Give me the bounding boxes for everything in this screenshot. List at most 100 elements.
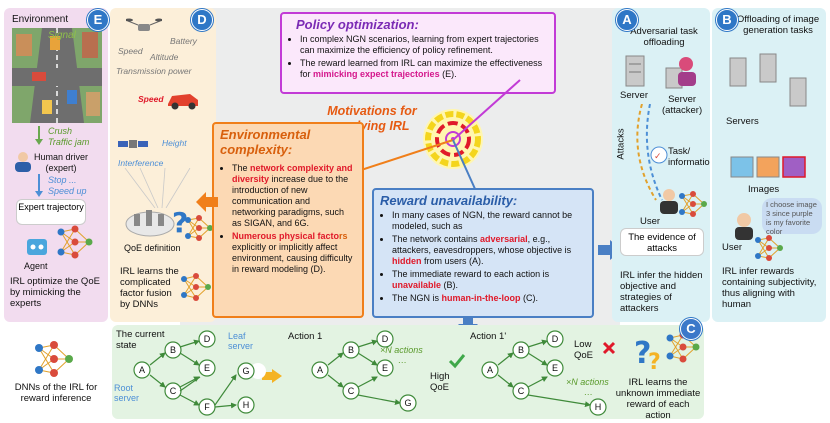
high-qoe-label: High QoE bbox=[430, 371, 450, 393]
question-icon-c: ? ? bbox=[634, 336, 661, 371]
reward-point-4-em: human-in-the-loop bbox=[441, 293, 521, 303]
reward-point-4-post: (C). bbox=[520, 293, 538, 303]
reward-point-3-pre: The immediate reward to each action is bbox=[392, 269, 550, 279]
node-a3: A bbox=[487, 365, 493, 375]
root-server-label: Root server bbox=[114, 383, 140, 403]
env-point-1-em: network complexity and diversity bbox=[232, 163, 353, 184]
node-e3: E bbox=[552, 363, 558, 373]
leaf-server-label: Leaf server bbox=[228, 331, 254, 351]
user-icon-a bbox=[660, 189, 678, 214]
neural-network-icon-b bbox=[755, 235, 783, 261]
env-points: The network complexity and diversity inc… bbox=[220, 163, 356, 275]
arrow-left-icon bbox=[196, 192, 218, 212]
env-point-2: Numerous physical factors explicitly or … bbox=[232, 231, 356, 275]
env-point-1: The network complexity and diversity inc… bbox=[232, 163, 356, 229]
evidence-box: The evidence of attacks bbox=[620, 228, 704, 256]
node-a2: A bbox=[317, 365, 323, 375]
badge-a: A bbox=[616, 9, 638, 31]
low-qoe-label: Low QoE bbox=[574, 339, 594, 361]
speed2-label: Speed bbox=[138, 94, 164, 104]
panel-d: Speed Altitude Battery Transmission powe… bbox=[110, 8, 216, 322]
attacks-label: Attacks bbox=[615, 128, 627, 160]
badge-e: E bbox=[87, 9, 109, 31]
node-d2: D bbox=[382, 334, 389, 344]
user-label-a: User bbox=[640, 216, 661, 227]
panel-a-caption: IRL infer the hidden objective and strat… bbox=[620, 270, 703, 314]
battery-label: Battery bbox=[170, 36, 197, 46]
env-title: Environmental complexity: bbox=[220, 127, 311, 157]
traffic-jam-label: Traffic jam bbox=[48, 137, 90, 147]
attacker-icon bbox=[665, 57, 696, 89]
base-station-icon bbox=[125, 210, 175, 237]
node-h1: H bbox=[243, 400, 250, 410]
reward-unavailability-box: Reward unavailability: In many cases of … bbox=[372, 188, 594, 318]
node-e1: E bbox=[204, 363, 210, 373]
policy-title: Policy optimization: bbox=[296, 17, 419, 32]
policy-point-1-text: In complex NGN scenarios, learning from … bbox=[300, 34, 539, 55]
policy-point-1: In complex NGN scenarios, learning from … bbox=[300, 34, 548, 56]
human-driver-icon bbox=[15, 152, 31, 172]
action-arrow-icon bbox=[262, 369, 282, 383]
legend-caption: DNNs of the IRL for reward inference bbox=[14, 382, 98, 404]
panel-a: Adversarial task offloading Server Serve… bbox=[612, 8, 710, 322]
server-icon-a bbox=[625, 55, 645, 87]
reward-point-2-mid: , e.g., attackers, eavesdroppers, whose … bbox=[392, 234, 572, 255]
drone-icon bbox=[126, 18, 162, 31]
arrow-down-icon bbox=[35, 126, 43, 145]
n-actions-label: ×N actions bbox=[380, 345, 423, 355]
node-b3: B bbox=[518, 345, 524, 355]
speed-label: Speed bbox=[118, 46, 143, 56]
node-d3: D bbox=[552, 334, 559, 344]
servers-icon bbox=[729, 53, 807, 107]
reward-points: In many cases of NGN, the reward cannot … bbox=[380, 210, 586, 304]
policy-points: In complex NGN scenarios, learning from … bbox=[288, 34, 548, 80]
reward-point-2-em2: hidden bbox=[392, 256, 422, 266]
reward-point-2-post: from users (A). bbox=[421, 256, 484, 266]
human-driver-label: Human driver (expert) bbox=[34, 152, 88, 174]
policy-point-2-post: (E). bbox=[439, 69, 457, 79]
transmission-power-label: Transmission power bbox=[116, 66, 192, 76]
servers-label: Servers bbox=[726, 116, 759, 127]
signal-lines bbox=[124, 168, 191, 208]
node-h3: H bbox=[595, 402, 602, 412]
signal-label: Signal bbox=[48, 30, 76, 41]
cross-icon bbox=[602, 341, 616, 355]
badge-d: D bbox=[191, 9, 213, 31]
reward-point-3-em: unavailable bbox=[392, 280, 442, 290]
panel-c-caption: IRL learns the unknown immediate reward … bbox=[615, 377, 701, 419]
panel-c: The current state Leaf server Root serve… bbox=[112, 325, 704, 419]
badge-c: C bbox=[680, 318, 702, 340]
policy-optimization-box: Policy optimization: In complex NGN scen… bbox=[280, 12, 556, 94]
reward-point-2-em1: adversarial bbox=[480, 234, 528, 244]
check-icon bbox=[448, 354, 466, 369]
env-point-2-em1: Numerous physical facto bbox=[232, 231, 340, 241]
target-icon bbox=[423, 109, 483, 169]
env-point-1-post: increase due to the introduction of new … bbox=[232, 174, 349, 228]
reward-point-3-post: (B). bbox=[441, 280, 459, 290]
reward-point-1-text: In many cases of NGN, the reward cannot … bbox=[392, 210, 573, 231]
expert-trajectory-text: Expert trajectory bbox=[18, 202, 84, 212]
interference-label: Interference bbox=[118, 158, 164, 168]
svg-text:?: ? bbox=[172, 208, 188, 236]
attack-flow bbox=[636, 104, 663, 201]
server-attacker-text: Server bbox=[668, 94, 697, 105]
panel-b-title: Offloading of image generation tasks bbox=[736, 14, 820, 36]
svg-text:?: ? bbox=[634, 336, 651, 371]
altitude-label: Altitude bbox=[150, 52, 179, 62]
question-icon-d: ? bbox=[172, 208, 188, 236]
panel-a-title: Adversarial task offloading bbox=[630, 26, 698, 48]
node-c3: C bbox=[518, 386, 525, 396]
panel-d-caption: IRL learns the complicated factor fusion… bbox=[120, 266, 179, 310]
node-g1: G bbox=[242, 366, 249, 376]
reward-point-2-pre: The network contains bbox=[392, 234, 481, 244]
neural-network-icon-legend bbox=[35, 341, 73, 377]
reward-point-4: The NGN is human-in-the-loop (C). bbox=[392, 293, 586, 304]
stop-label: Stop ... bbox=[48, 175, 77, 185]
node-a1: A bbox=[139, 365, 145, 375]
n-actions-dots-2: … bbox=[584, 387, 593, 397]
policy-point-2-pre: The reward learned from IRL can maximize… bbox=[300, 58, 543, 79]
n-actions-dots: … bbox=[398, 355, 407, 365]
node-c1: C bbox=[170, 386, 177, 396]
reward-point-4-pre: The NGN is bbox=[392, 293, 442, 303]
environmental-complexity-box: Environmental complexity: The network co… bbox=[212, 122, 364, 318]
